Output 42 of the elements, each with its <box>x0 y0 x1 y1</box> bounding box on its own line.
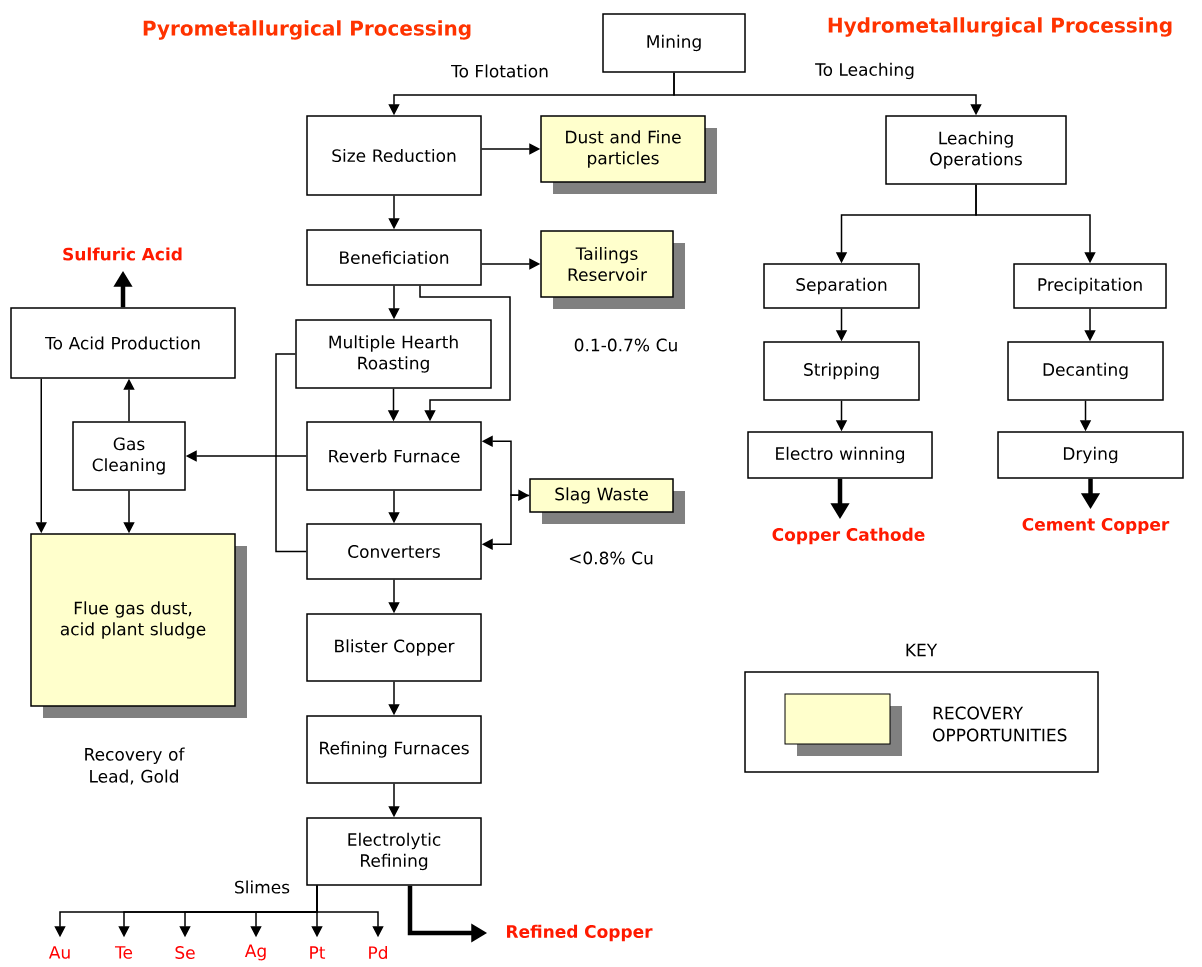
process-box: Precipitation <box>1013 263 1167 309</box>
title: Pyrometallurgical Processing <box>143 20 471 40</box>
product-label: Copper Cathode <box>772 527 925 545</box>
process-box: Decanting <box>1007 341 1164 401</box>
product-label: Cement Copper <box>1022 517 1170 535</box>
process-box: Stripping <box>763 341 920 401</box>
process-box: Electro winning <box>747 431 933 479</box>
edge-label: To Leaching <box>813 60 917 82</box>
element-label: Te <box>115 946 133 959</box>
process-box: Refining Furnaces <box>306 715 482 784</box>
edge-label: Slimes <box>231 878 293 896</box>
process-box: Multiple Hearth Roasting <box>295 319 492 389</box>
recovery-box: Slag Waste <box>529 478 685 524</box>
note-text: 0.1-0.7% Cu <box>574 338 677 352</box>
product-label: Sulfuric Acid <box>63 247 182 261</box>
process-box: To Acid Production <box>10 307 236 379</box>
title: Hydrometallurgical Processing <box>828 17 1172 37</box>
element-label: Pt <box>310 946 326 959</box>
process-box: Reverb Furnace <box>306 421 482 491</box>
process-box: Separation <box>763 263 920 309</box>
element-label: Ag <box>244 944 266 961</box>
recovery-box: Tailings Reservoir <box>540 230 685 309</box>
process-box: Electrolytic Refining <box>306 817 482 886</box>
edge-label: To Flotation <box>449 62 551 80</box>
process-box: Blister Copper <box>306 613 482 682</box>
process-box: Mining <box>602 13 746 73</box>
process-box: Beneficiation <box>306 229 482 286</box>
process-box: Gas Cleaning <box>72 421 186 491</box>
product-label: Refined Copper <box>507 924 653 942</box>
process-box: Converters <box>306 523 482 580</box>
recovery-box: Flue gas dust, acid plant sludge <box>30 533 247 718</box>
note-text: <0.8% Cu <box>569 551 653 565</box>
element-label: Au <box>48 946 70 959</box>
process-box: Drying <box>997 431 1184 479</box>
element-label: Pd <box>369 945 387 960</box>
legend-text: RECOVERY OPPORTUNITIES <box>933 706 1067 742</box>
element-label: Se <box>175 946 195 959</box>
process-box: Leaching Operations <box>885 115 1067 185</box>
key-heading: KEY <box>906 643 938 657</box>
note-text: Recovery of Lead, Gold <box>85 747 185 785</box>
process-box: Size Reduction <box>306 115 482 196</box>
recovery-box: Dust and Fine particles <box>540 115 717 194</box>
